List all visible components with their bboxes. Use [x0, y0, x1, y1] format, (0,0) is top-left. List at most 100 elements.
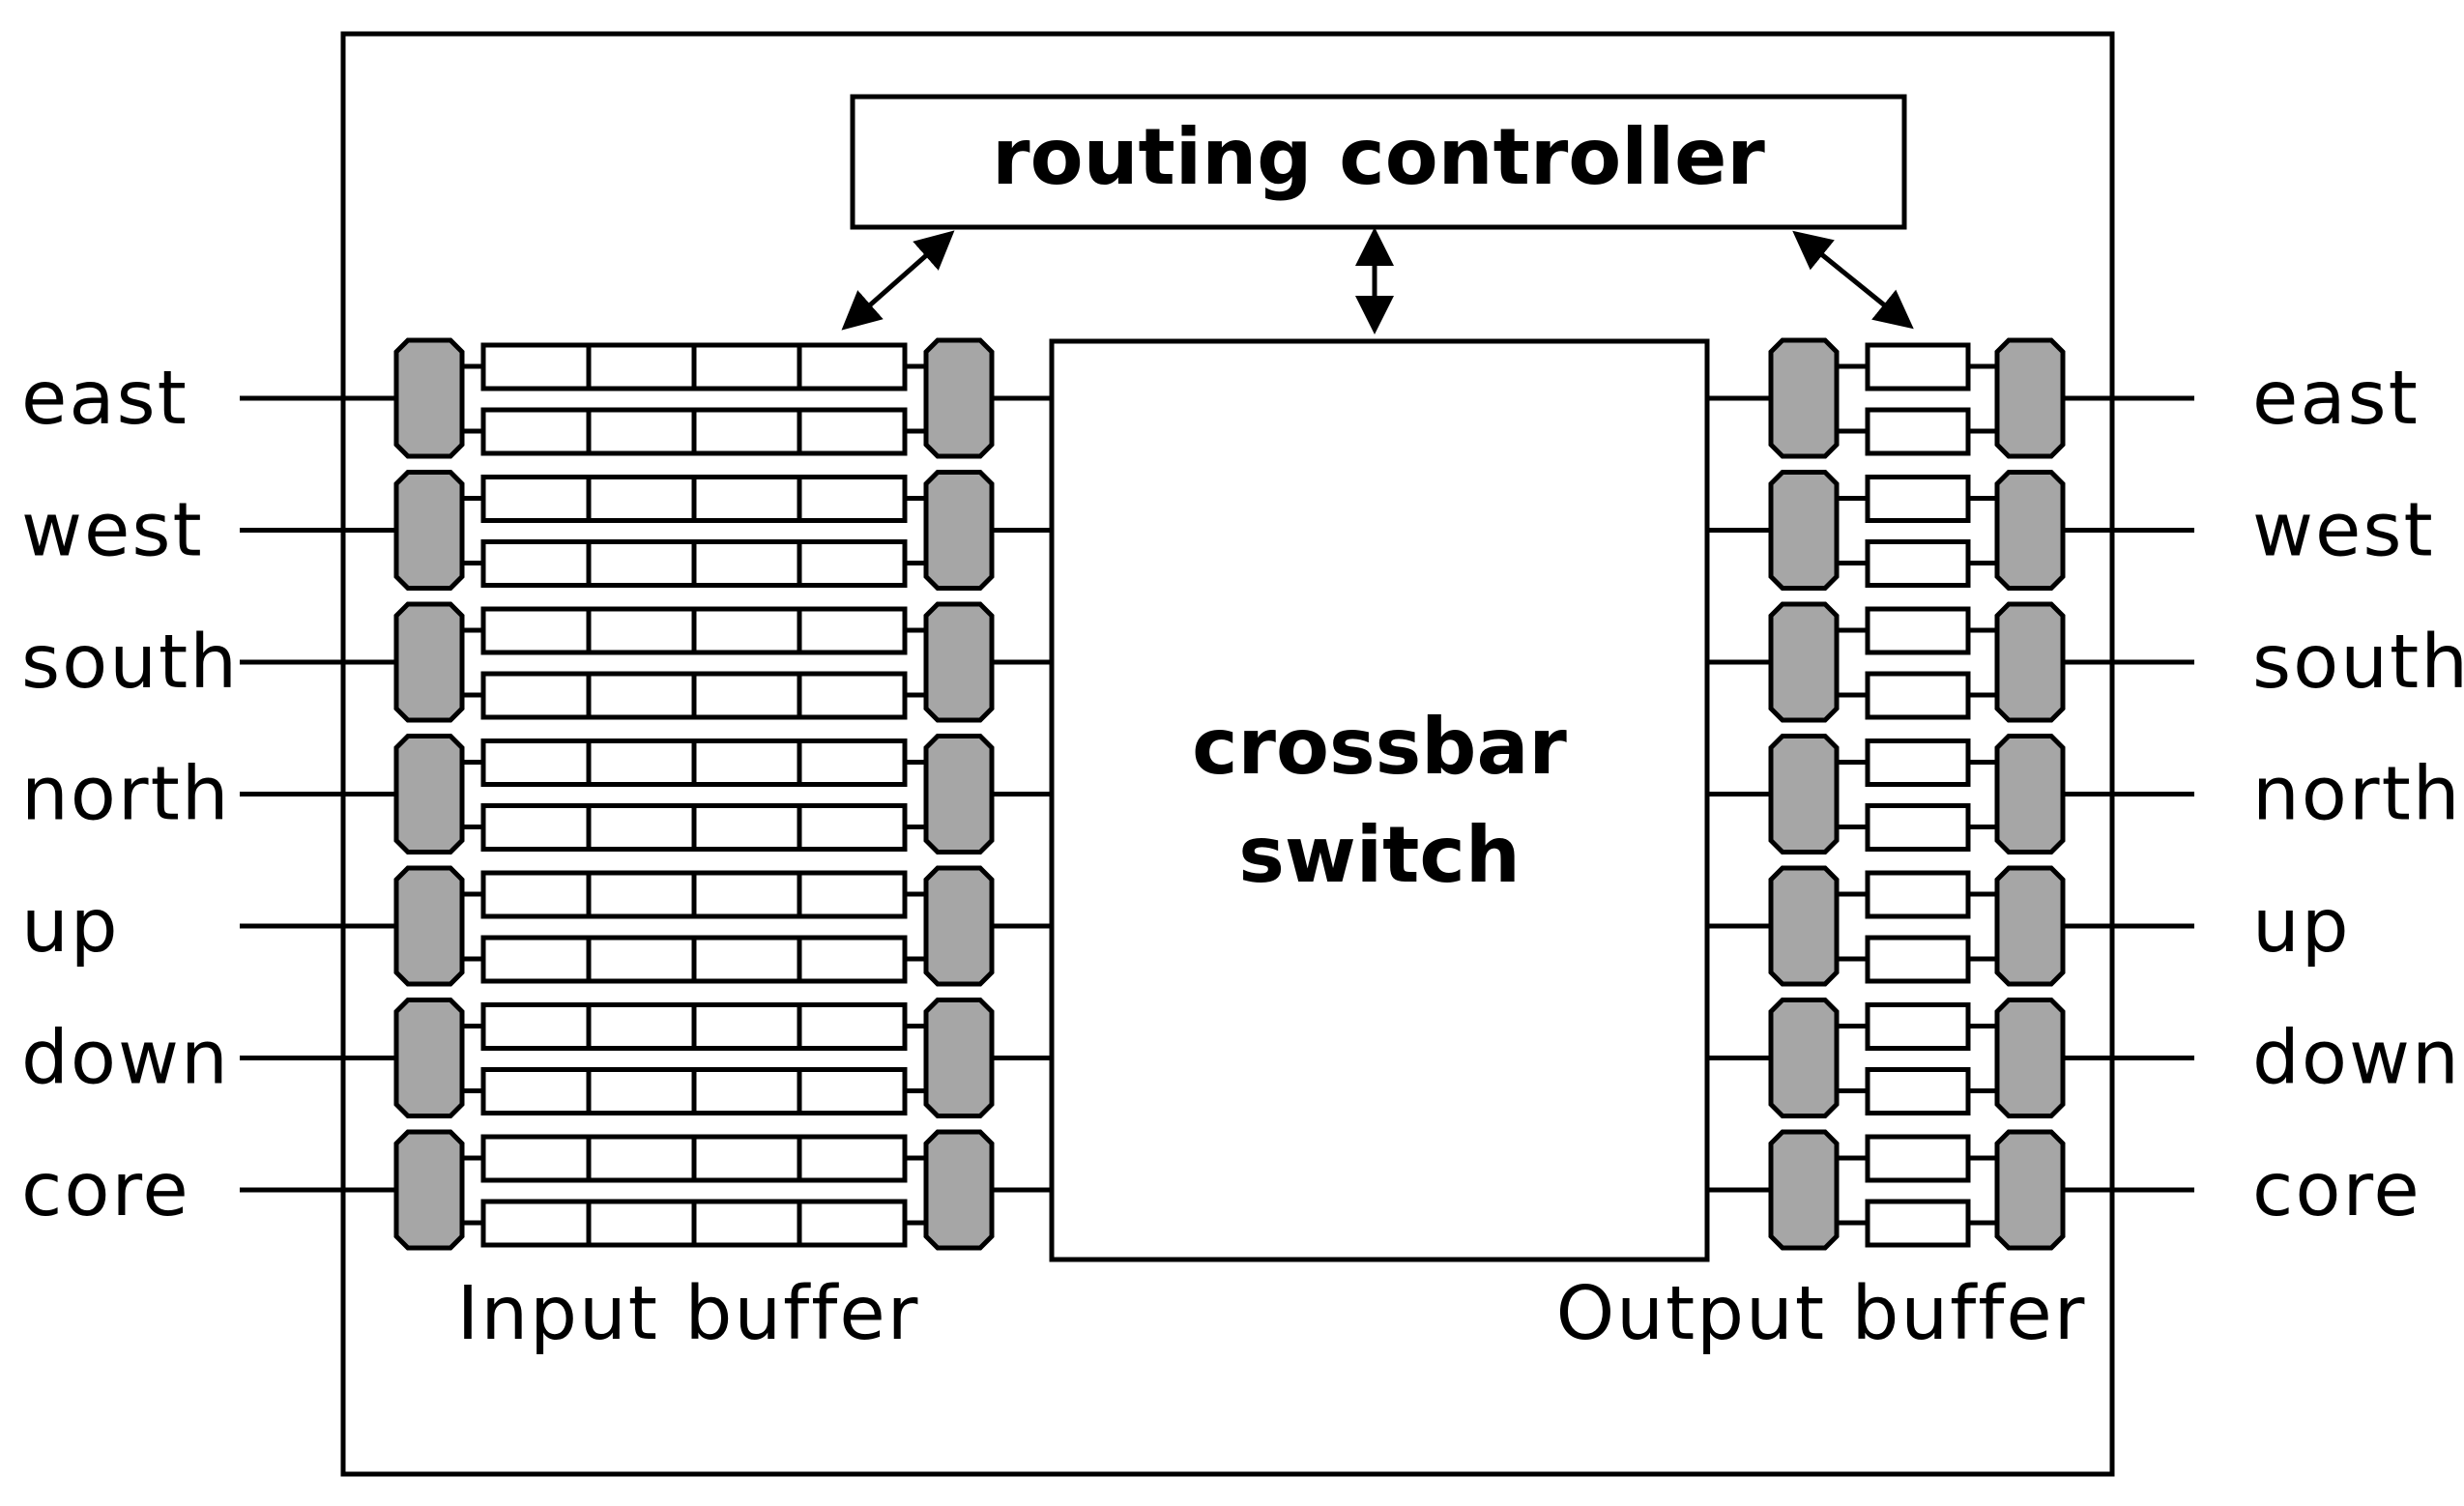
buffer-lane: [1837, 606, 1997, 655]
buffer-cap: [1994, 998, 2066, 1118]
output-buffer-label: Output buffer: [1556, 1271, 2087, 1357]
buffer-lane: [1837, 342, 1997, 391]
buffer-slot: [586, 870, 697, 919]
buffer-lane: [462, 935, 926, 984]
buffer-slot: [1865, 739, 1971, 787]
buffer-cap: [393, 337, 465, 459]
buffer-lane: [462, 342, 926, 391]
buffer-slot: [1865, 539, 1971, 588]
input-port-label: up: [21, 883, 120, 970]
buffer-slot: [480, 407, 592, 456]
routing-controller: routing controller: [850, 94, 1907, 230]
buffer-slot: [797, 539, 908, 588]
buffer-lane: [1837, 935, 1997, 984]
buffer-cap: [923, 1129, 995, 1251]
buffer-slot: [691, 739, 802, 787]
output-port-label: up: [2252, 883, 2351, 970]
buffer-slot: [797, 671, 908, 720]
router-boundary: [340, 31, 2115, 1477]
buffer-slot: [586, 803, 697, 852]
buffer-slot: [480, 1199, 592, 1248]
buffer-lane: [1837, 671, 1997, 720]
buffer-slot: [797, 407, 908, 456]
buffer-cap: [1768, 1129, 1840, 1251]
buffer-cap: [393, 470, 465, 591]
buffer-cap: [1768, 470, 1840, 591]
buffer-slot: [797, 475, 908, 523]
buffer-slot: [691, 407, 802, 456]
buffer-lane: [1837, 1134, 1997, 1183]
buffer-lane: [1837, 407, 1997, 456]
buffer-lane: [462, 803, 926, 852]
buffer-cap: [1994, 1129, 2066, 1251]
buffer-slot: [1865, 475, 1971, 523]
controller-to-output-arrow: [1792, 230, 1914, 330]
buffer-cap: [923, 601, 995, 723]
buffer-slot: [691, 342, 802, 391]
buffer-slot: [691, 606, 802, 655]
buffer-cap: [393, 865, 465, 987]
buffer-slot: [797, 606, 908, 655]
buffer-slot: [586, 935, 697, 984]
buffer-slot: [480, 342, 592, 391]
buffer-cap: [393, 734, 465, 854]
buffer-slot: [691, 1134, 802, 1183]
buffer-cap: [1768, 734, 1840, 854]
buffer-cap: [1994, 734, 2066, 854]
buffer-slot: [1865, 870, 1971, 919]
buffer-slot: [586, 407, 697, 456]
input-port-label: core: [21, 1147, 190, 1233]
buffer-slot: [480, 1067, 592, 1115]
buffer-cap: [923, 470, 995, 591]
buffer-slot: [1865, 1199, 1971, 1248]
buffer-cap: [923, 337, 995, 459]
output-port-label: north: [2252, 752, 2462, 838]
buffer-slot: [586, 606, 697, 655]
buffer-lane: [1837, 539, 1997, 588]
input-port-row: south: [21, 601, 1052, 723]
buffer-slot: [480, 803, 592, 852]
buffer-slot: [480, 935, 592, 984]
input-port-row: down: [21, 998, 1052, 1118]
crossbar-label-line2: switch: [1238, 810, 1521, 900]
input-port-row: up: [21, 865, 1052, 987]
buffer-cap: [923, 734, 995, 854]
buffer-slot: [797, 803, 908, 852]
buffer-lane: [1837, 739, 1997, 787]
buffer-slot: [586, 1067, 697, 1115]
buffer-slot: [586, 539, 697, 588]
buffer-slot: [480, 539, 592, 588]
buffer-slot: [691, 539, 802, 588]
output-port-label: west: [2252, 488, 2435, 574]
buffer-slot: [797, 1199, 908, 1248]
buffer-slot: [797, 1002, 908, 1051]
buffer-slot: [480, 1134, 592, 1183]
input-port-label: west: [21, 488, 204, 574]
buffer-slot: [586, 475, 697, 523]
buffer-slot: [797, 935, 908, 984]
buffer-slot: [1865, 803, 1971, 852]
buffer-lane: [462, 671, 926, 720]
buffer-cap: [1994, 337, 2066, 459]
buffer-slot: [797, 1067, 908, 1115]
buffer-slot: [691, 1199, 802, 1248]
output-port-row: west: [1707, 470, 2435, 591]
output-port-label: core: [2252, 1147, 2421, 1233]
buffer-cap: [1994, 601, 2066, 723]
buffer-slot: [797, 870, 908, 919]
buffer-cap: [393, 998, 465, 1118]
buffer-slot: [480, 870, 592, 919]
buffer-slot: [691, 803, 802, 852]
output-port-row: up: [1707, 865, 2351, 987]
input-buffer-label: Input buffer: [457, 1271, 920, 1357]
output-port-row: core: [1707, 1129, 2421, 1251]
buffer-cap: [393, 601, 465, 723]
buffer-lane: [1837, 1002, 1997, 1051]
output-port-row: down: [1707, 998, 2459, 1118]
buffer-slot: [1865, 1002, 1971, 1051]
input-port-label: east: [21, 356, 188, 442]
buffer-slot: [797, 1134, 908, 1183]
buffer-slot: [691, 870, 802, 919]
buffer-lane: [1837, 803, 1997, 852]
